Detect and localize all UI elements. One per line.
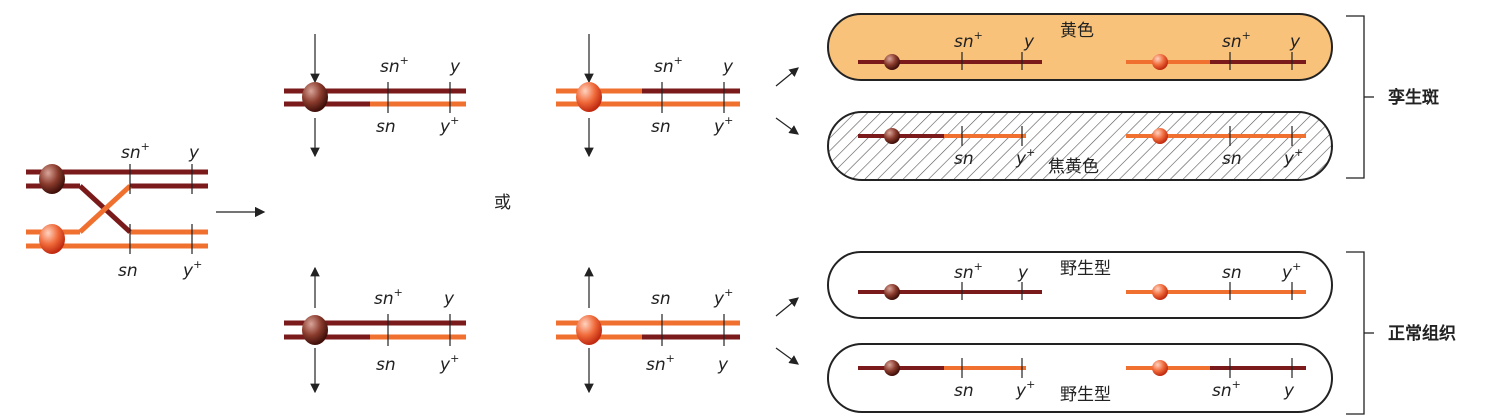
bracket-normal-tissue: 正常组织 (1346, 251, 1456, 415)
label-wild-type-2: 野生型 (1060, 385, 1111, 405)
label-y-plus: y+ (182, 258, 202, 281)
segregation-bottom-light: sn y+ sn+ y (556, 266, 740, 394)
svg-text:sn+: sn+ (654, 54, 683, 77)
svg-text:y: y (722, 57, 734, 77)
svg-text:y: y (449, 57, 461, 77)
label-yellow: 黄色 (1060, 21, 1094, 41)
svg-text:sn+: sn+ (954, 260, 983, 283)
segregation-bottom-dark: sn+ y sn y+ (284, 266, 466, 394)
centromere-dark (39, 164, 65, 194)
svg-text:y: y (443, 289, 455, 309)
svg-text:y: y (717, 355, 729, 375)
svg-text:y: y (1017, 263, 1029, 283)
label-normal-tissue: 正常组织 (1388, 323, 1456, 344)
svg-text:sn+: sn+ (374, 286, 403, 309)
svg-text:sn: sn (651, 289, 671, 309)
svg-text:y+: y+ (1015, 146, 1035, 169)
cell-singed: sn y+ sn y+ 焦黄色 (827, 111, 1333, 181)
svg-text:y: y (1289, 32, 1301, 52)
bracket-twin-spot: 孪生斑 (1346, 15, 1439, 179)
label-wild-type-1: 野生型 (1060, 259, 1111, 279)
label-sn-plus: sn+ (121, 140, 150, 163)
svg-text:sn+: sn+ (1212, 378, 1241, 401)
or-label: 或 (494, 193, 511, 213)
svg-text:y: y (1283, 381, 1295, 401)
cell-wild-type-2: sn y+ sn+ y 野生型 (827, 343, 1333, 413)
label-y: y (188, 143, 200, 163)
svg-text:y+: y+ (1015, 378, 1035, 401)
svg-text:sn: sn (376, 355, 396, 375)
svg-text:y+: y+ (439, 352, 459, 375)
label-singed: 焦黄色 (1048, 157, 1099, 177)
svg-text:sn: sn (954, 149, 974, 169)
svg-text:sn: sn (954, 381, 974, 401)
label-sn: sn (118, 261, 138, 281)
centromere-light (39, 224, 65, 254)
svg-text:y+: y+ (1283, 146, 1303, 169)
cell-wild-type-1: sn+ y sn y+ 野生型 (827, 251, 1333, 319)
label-twin-spot: 孪生斑 (1388, 87, 1439, 108)
svg-text:sn: sn (1222, 263, 1242, 283)
svg-text:sn+: sn+ (954, 29, 983, 52)
svg-text:y: y (1023, 32, 1035, 52)
homolog-pair-crossover: sn+ y sn y+ (26, 140, 208, 281)
svg-text:y+: y+ (713, 114, 733, 137)
svg-text:y+: y+ (1281, 260, 1301, 283)
svg-text:sn+: sn+ (646, 352, 675, 375)
svg-text:y+: y+ (439, 114, 459, 137)
svg-text:y+: y+ (713, 286, 733, 309)
svg-text:sn: sn (376, 117, 396, 137)
segregation-top-dark: sn+ y sn y+ (284, 34, 466, 158)
svg-text:sn: sn (1222, 149, 1242, 169)
cell-yellow: sn+ y sn+ y 黄色 (827, 13, 1333, 81)
svg-text:sn+: sn+ (380, 54, 409, 77)
svg-text:sn: sn (651, 117, 671, 137)
segregation-top-light: sn+ y sn y+ (556, 34, 740, 158)
svg-text:sn+: sn+ (1222, 29, 1251, 52)
